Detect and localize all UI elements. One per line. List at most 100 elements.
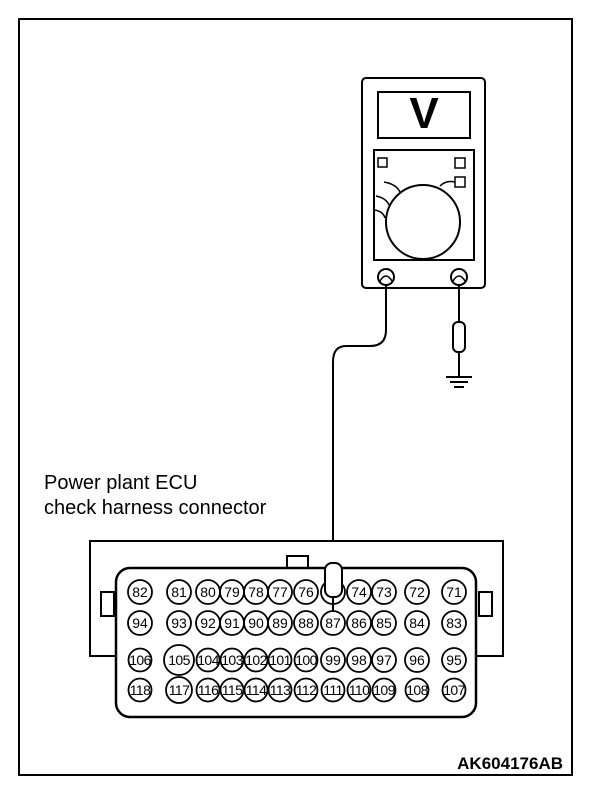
pin-113-label: 113 [270,682,291,698]
pin-92-label: 92 [200,615,216,631]
pin-94-label: 94 [132,615,148,631]
pin-99-socket [320,647,346,673]
pin-104-label: 104 [197,652,219,668]
pin-116-label: 116 [198,682,219,698]
pin-110-socket [346,677,372,703]
pin-103-label: 103 [221,652,243,668]
connector-side-tab-right [478,591,493,617]
pin-117-socket [165,676,193,704]
pin-116-socket [195,677,221,703]
pin-106-socket [127,647,153,673]
pin-109-socket [371,677,397,703]
pin-89-socket [267,610,293,636]
pin-97-label: 97 [376,652,392,668]
pin-85-socket [371,610,397,636]
pin-84-socket [404,610,430,636]
pin-102-socket [243,647,269,673]
diagram-frame [18,18,573,776]
pin-112-label: 112 [296,682,317,698]
pin-81-label: 81 [171,584,187,600]
pin-108-label: 108 [406,682,428,698]
pin-77-socket [267,579,293,605]
pin-74-label: 74 [351,584,367,600]
pin-107-socket [441,677,467,703]
pin-77-label: 77 [272,584,288,600]
pin-76-socket [293,579,319,605]
pin-73-socket [371,579,397,605]
voltmeter-icon: V [361,77,486,289]
pin-101-socket [267,647,293,673]
pin-93-socket [166,610,192,636]
pin-71-socket [441,579,467,605]
pin-91-label: 91 [224,615,240,631]
pin-117-label: 117 [169,682,190,698]
pin-113-socket [267,677,293,703]
pin-95-socket [441,647,467,673]
pin-74-socket [346,579,372,605]
pin-115-label: 115 [222,682,243,698]
harness-connector: 8281807978777675747372719493929190898887… [89,540,504,719]
pin-101-label: 101 [269,652,291,668]
pin-106-label: 106 [129,652,151,668]
pin-88-label: 88 [298,615,314,631]
pin-83-socket [441,610,467,636]
connector-label-line2: check harness connector [44,497,267,519]
figure-code: AK604176AB [457,754,563,773]
pin-109-label: 109 [373,682,395,698]
pin-96-socket [404,647,430,673]
pin-115-socket [219,677,245,703]
pin-100-socket [293,647,319,673]
pin-110-label: 110 [349,682,370,698]
pin-112-socket [293,677,319,703]
pin-95-label: 95 [446,652,462,668]
pin-78-label: 78 [248,584,264,600]
meter-display-symbol: V [409,89,439,138]
pin-81-socket [166,579,192,605]
pin-96-label: 96 [409,652,425,668]
pin-88-socket [293,610,319,636]
pin-86-socket [346,610,372,636]
pin-73-label: 73 [376,584,392,600]
pin-97-socket [371,647,397,673]
meter-jack-negative [450,268,468,286]
pin-93-label: 93 [171,615,187,631]
pin-118-label: 118 [130,682,151,698]
pin-99-label: 99 [325,652,341,668]
pin-108-socket [404,677,430,703]
connector-side-tab-left [100,591,115,617]
pin-89-label: 89 [272,615,288,631]
pin-103-socket [219,647,245,673]
pin-71-label: 71 [446,584,462,600]
ground-lead [446,285,472,388]
pin-111-socket [320,677,346,703]
meter-switch-right-top [454,157,466,169]
pin-105-label: 105 [168,652,190,668]
pin-102-label: 102 [245,652,267,668]
positive-test-lead [332,285,387,625]
meter-jack-positive [377,268,395,286]
pin-82-label: 82 [132,584,148,600]
connector-latch-top [286,555,309,569]
pin-86-label: 86 [351,615,367,631]
pin-76-label: 76 [298,584,314,600]
pin-98-socket [346,647,372,673]
pin-107-label: 107 [443,682,465,698]
pin-111-label: 111 [323,682,343,698]
connector-pins: 8281807978777675747372719493929190898887… [127,579,467,704]
pin-94-socket [127,610,153,636]
meter-switch-right-bottom [454,176,466,188]
pin-105-socket [163,644,195,676]
meter-switch-left [377,157,388,168]
pin-80-label: 80 [200,584,216,600]
pin-104-socket [195,647,221,673]
pin-83-label: 83 [446,615,462,631]
pin-72-label: 72 [409,584,425,600]
pin-100-label: 100 [295,652,317,668]
pin-82-socket [127,579,153,605]
pin-98-label: 98 [351,652,367,668]
meter-dial [385,184,461,260]
meter-display [377,91,471,139]
pin-79-label: 79 [224,584,240,600]
pin-85-label: 85 [376,615,392,631]
